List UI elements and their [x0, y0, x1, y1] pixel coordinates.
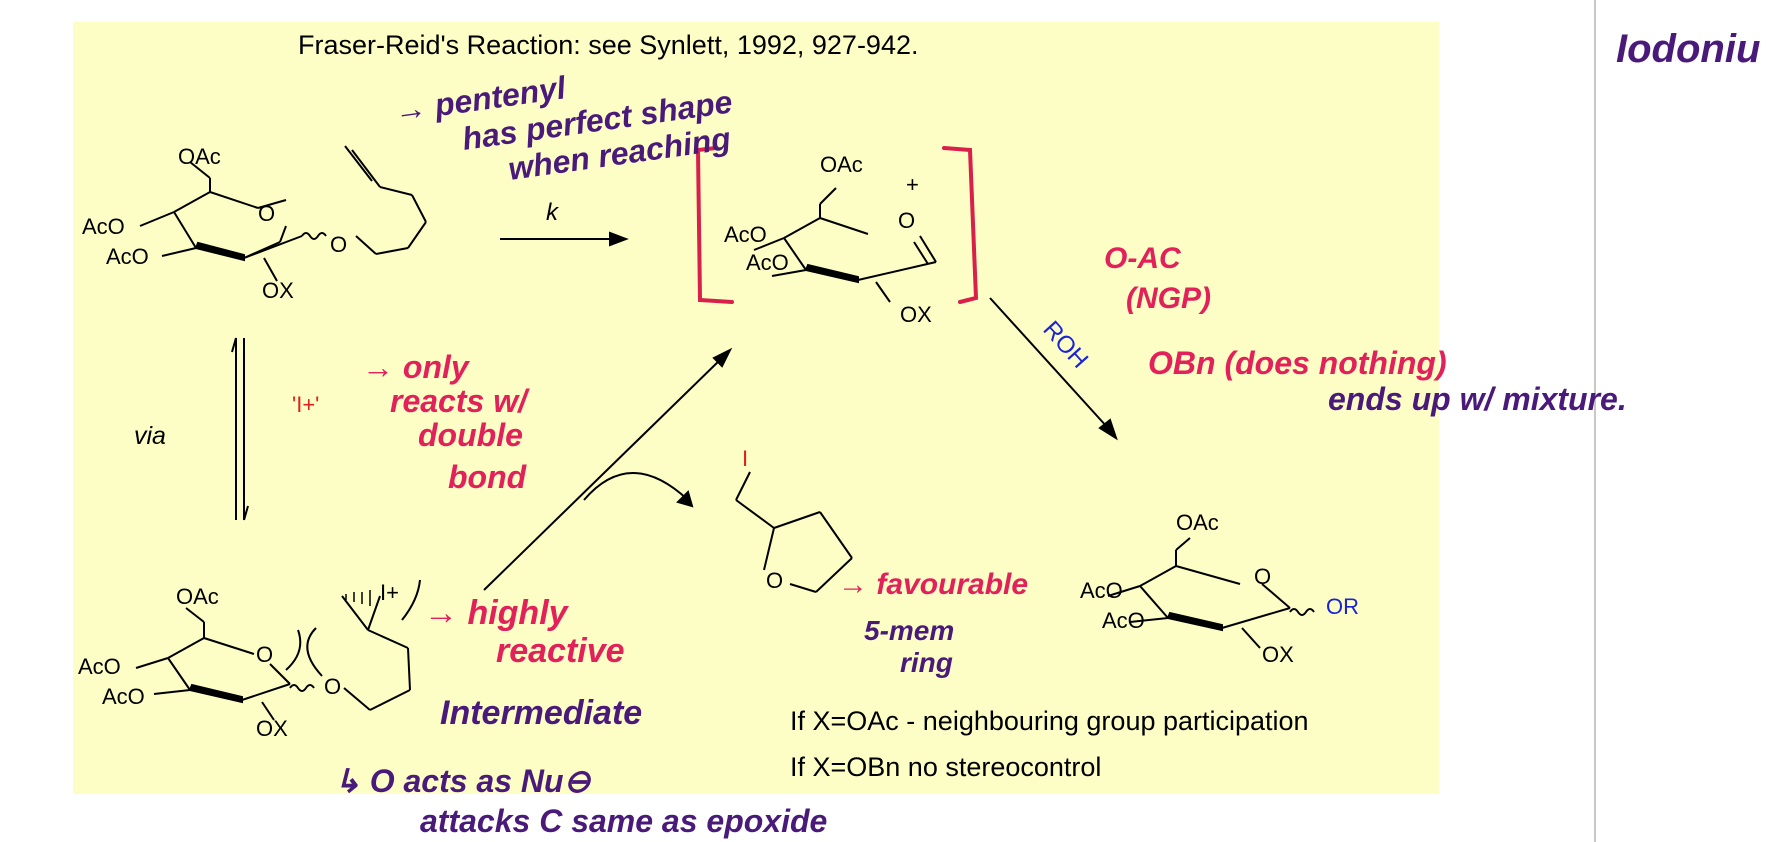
positive-charge: + [906, 172, 919, 197]
group-aco: AcO [724, 222, 767, 247]
handwritten-annotations: → pentenyl has perfect shape when reachi… [334, 27, 1760, 839]
page-divider [1594, 0, 1596, 842]
group-oac: OAc [176, 584, 219, 609]
annotation-favourable: → favourable [838, 568, 1028, 601]
rate-constant-label: k [546, 199, 560, 226]
annotation-only-reacts: bond [448, 459, 528, 495]
iodonium-ion: I+ [380, 580, 399, 605]
equilibrium-arrows [231, 337, 249, 521]
ring-oxygen: O [766, 568, 783, 593]
intermediate-bracket [695, 146, 979, 304]
note-ngp: If X=OAc - neighbouring group participat… [790, 706, 1309, 736]
ring-oxygen: O [1254, 564, 1271, 589]
iodine-atom: I [742, 446, 748, 471]
group-ox: OX [900, 302, 932, 327]
annotation-only-reacts: double [418, 417, 523, 453]
annotation-ngp: (NGP) [1126, 282, 1211, 315]
rate-arrow [500, 231, 629, 247]
glycosidic-oxygen: O [324, 674, 341, 699]
annotation-five-mem: 5-mem [864, 615, 954, 646]
group-or: OR [1326, 594, 1359, 619]
annotation-obn: OBn (does nothing) [1148, 345, 1447, 381]
group-oac: OAc [820, 152, 863, 177]
iodonium-reagent-label: 'I+' [292, 392, 319, 417]
annotation-ring: ring [900, 647, 953, 678]
group-oac: OAc [178, 144, 221, 169]
note-no-stereocontrol: If X=OBn no stereocontrol [790, 752, 1101, 782]
annotation-iodonium-side: Iodoniu [1616, 27, 1760, 71]
group-ox: OX [256, 716, 288, 741]
ring-oxygen: O [256, 642, 273, 667]
group-aco: AcO [1080, 578, 1123, 603]
annotation-only-reacts: → only [362, 349, 471, 385]
group-ox: OX [262, 278, 294, 303]
group-aco: AcO [102, 684, 145, 709]
annotation-highly-reactive: → highly [424, 594, 570, 632]
group-aco: AcO [82, 214, 125, 239]
roh-arrow [989, 297, 1118, 441]
via-label: via [134, 422, 166, 450]
glycoside-top-left [139, 145, 427, 282]
group-ox: OX [1262, 642, 1294, 667]
iodonium-intermediate [135, 579, 421, 721]
annotation-o-ac: O-AC [1104, 242, 1182, 275]
cyclization-arrow [483, 347, 733, 591]
annotation-reactive: reactive [496, 632, 625, 670]
ring-oxygen: O [898, 208, 915, 233]
annotation-mixture: ends up w/ mixture. [1328, 381, 1627, 417]
roh-label: ROH [1038, 316, 1094, 374]
hashed-bond [345, 590, 371, 606]
oxocarbenium-ion [753, 187, 937, 303]
annotation-attacks: attacks C same as epoxide [420, 803, 827, 839]
glycoside-product [1107, 537, 1315, 649]
ring-oxygen: O [258, 201, 275, 226]
group-aco: AcO [106, 244, 149, 269]
group-oac: OAc [1176, 510, 1219, 535]
iodomethyl-thf [735, 471, 853, 593]
slide-title: Fraser-Reid's Reaction: see Synlett, 199… [298, 30, 919, 60]
group-aco: AcO [78, 654, 121, 679]
group-aco: AcO [1102, 608, 1145, 633]
annotation-intermediate: Intermediate [440, 694, 642, 732]
annotation-o-acts: ↳ O acts as Nu⊖ [334, 763, 592, 799]
group-aco: AcO [746, 250, 789, 275]
glycosidic-oxygen: O [330, 232, 347, 257]
slide-background [73, 22, 1439, 794]
annotation-only-reacts: reacts w/ [390, 383, 530, 419]
